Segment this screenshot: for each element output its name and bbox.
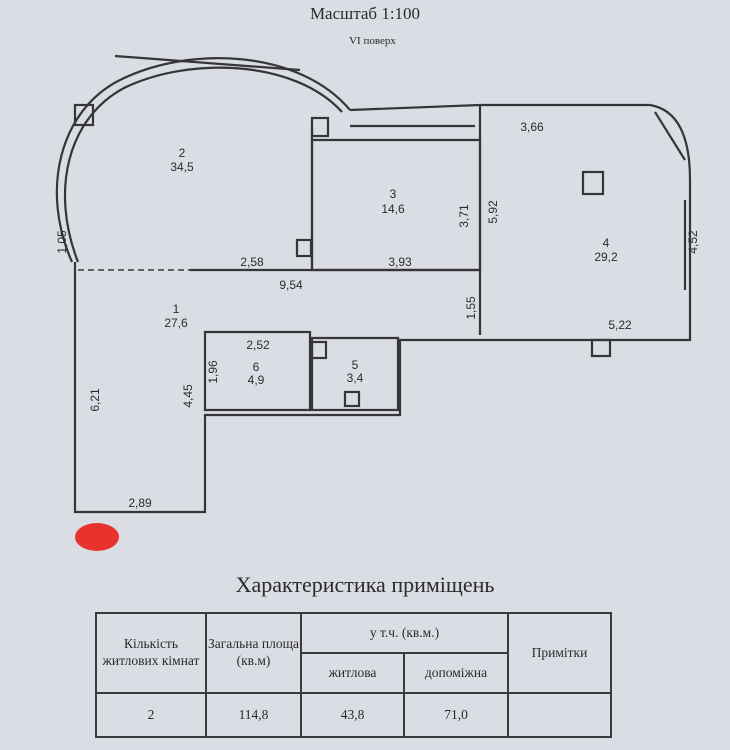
header-including: у т.ч. (кв.м.) bbox=[300, 612, 509, 654]
cell-total-area: 114,8 bbox=[205, 692, 302, 738]
header-living: житлова bbox=[300, 652, 405, 694]
dimension: 9,54 bbox=[279, 278, 303, 292]
dimension: 5,22 bbox=[608, 318, 632, 332]
dimension: 2,52 bbox=[246, 338, 270, 352]
section-heading: Характеристика приміщень bbox=[235, 572, 495, 597]
dimension: 2,89 bbox=[128, 496, 152, 510]
cell-living: 43,8 bbox=[300, 692, 405, 738]
cell-rooms-count: 2 bbox=[95, 692, 207, 738]
room-area: 14,6 bbox=[381, 202, 405, 216]
dimension-labels: 3,66 5,92 4,52 5,22 3,71 3,93 2,58 9,54 … bbox=[55, 120, 700, 510]
cell-auxiliary: 71,0 bbox=[403, 692, 509, 738]
dimension: 4,45 bbox=[181, 384, 195, 408]
dimension: 1,55 bbox=[464, 296, 478, 320]
red-marker bbox=[75, 523, 119, 551]
dimension: 1,96 bbox=[206, 360, 220, 384]
dimension: 4,52 bbox=[686, 230, 700, 254]
room-labels: 1 27,6 2 34,5 3 14,6 4 29,2 5 3,4 6 4,9 bbox=[164, 146, 618, 387]
cell-notes bbox=[507, 692, 612, 738]
room-area: 27,6 bbox=[164, 316, 188, 330]
header-rooms-count: Кількість житлових кімнат bbox=[95, 612, 207, 694]
header-total-area: Загальна площа (кв.м) bbox=[205, 612, 302, 694]
room-area: 34,5 bbox=[170, 160, 194, 174]
room-number: 2 bbox=[179, 146, 186, 160]
floor-plan: 1 27,6 2 34,5 3 14,6 4 29,2 5 3,4 6 4,9 … bbox=[55, 54, 700, 551]
dimension: 3,71 bbox=[457, 204, 471, 228]
floor-label: VI поверх bbox=[349, 35, 396, 47]
room-area: 3,4 bbox=[347, 371, 364, 385]
room-number: 3 bbox=[390, 187, 397, 201]
room-area: 29,2 bbox=[594, 250, 618, 264]
characteristics-table: Кількість житлових кімнат Загальна площа… bbox=[95, 612, 612, 738]
dimension: 5,92 bbox=[486, 200, 500, 224]
table-row: 2 114,8 43,8 71,0 bbox=[95, 692, 612, 738]
dimension: 3,93 bbox=[388, 255, 412, 269]
dimension: 2,58 bbox=[240, 255, 264, 269]
dimension: 1,05 bbox=[55, 230, 69, 254]
header-notes: Примітки bbox=[507, 612, 612, 694]
room-number: 4 bbox=[603, 236, 610, 250]
walls bbox=[55, 54, 692, 514]
header-auxiliary: допоміжна bbox=[403, 652, 509, 694]
dimension: 3,66 bbox=[520, 120, 544, 134]
scale-title: Масштаб 1:100 bbox=[309, 4, 421, 23]
room-area: 4,9 bbox=[248, 373, 265, 387]
room-number: 5 bbox=[352, 358, 359, 372]
room-number: 1 bbox=[173, 302, 180, 316]
room-number: 6 bbox=[253, 360, 260, 374]
dimension: 6,21 bbox=[88, 388, 102, 412]
